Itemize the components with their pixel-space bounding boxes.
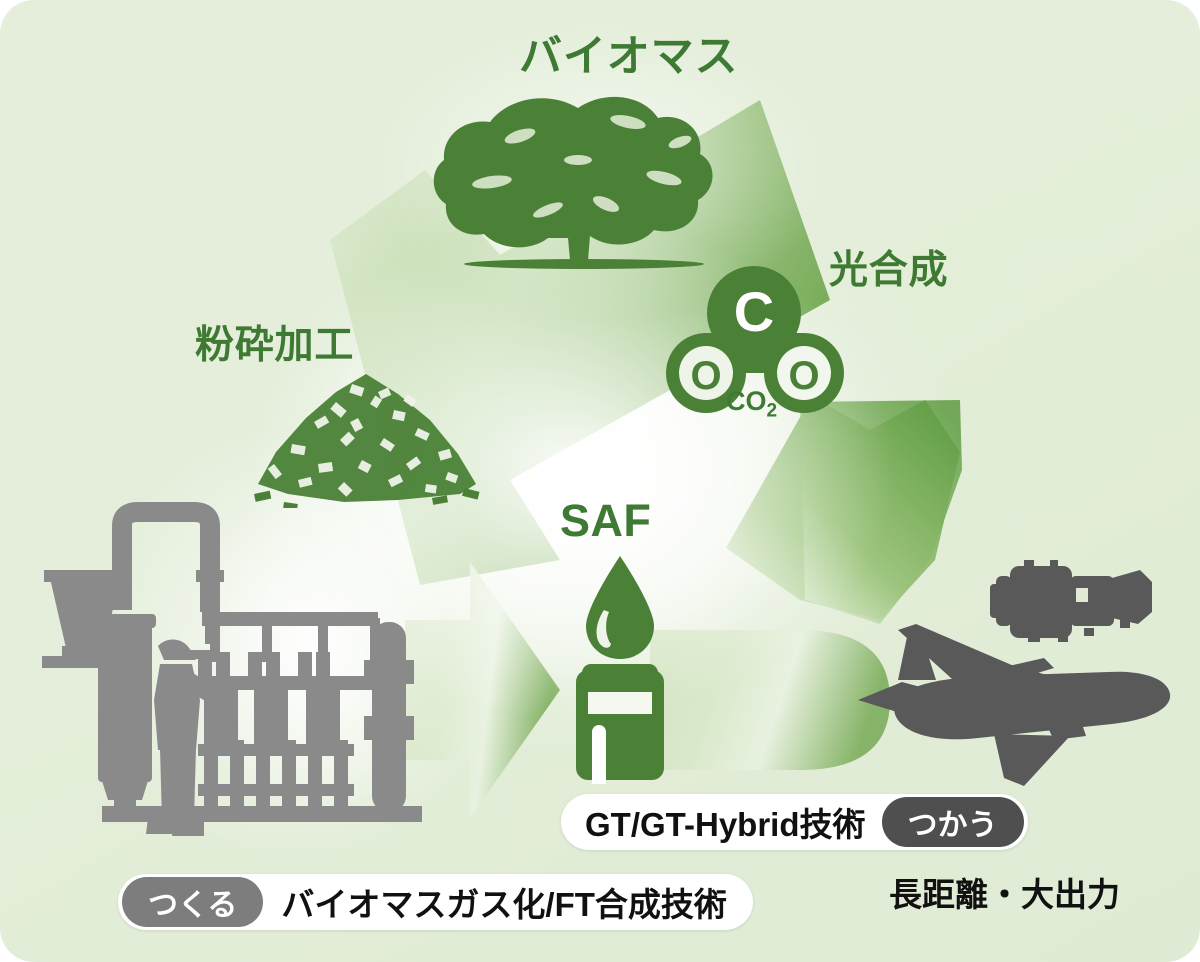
callout-use: GT/GT-Hybrid技術 つかう — [561, 794, 1028, 850]
co2-oxygen-left-label: O — [690, 354, 721, 398]
callout-make-badge: つくる — [122, 877, 264, 927]
callout-use-badge: つかう — [881, 797, 1024, 847]
label-performance: 長距離・大出力 — [889, 876, 1120, 913]
tree-icon — [433, 96, 713, 269]
callout-use-technology: GT/GT-Hybrid技術 — [585, 806, 866, 843]
co2-molecule-icon: C O O — [666, 266, 844, 413]
droplet-icon — [586, 556, 654, 659]
callout-make: つくる バイオマスガス化/FT合成技術 — [118, 874, 753, 930]
label-photosynthesis: 光合成 — [829, 249, 949, 292]
gas-turbine-engine-icon — [990, 560, 1152, 642]
aircraft-icon — [858, 624, 1171, 786]
co2-carbon-label: C — [734, 280, 774, 343]
co2-formula-label: CO2 — [726, 386, 777, 422]
label-biomass: バイオマス — [519, 33, 739, 81]
co2-formula-sub: 2 — [766, 400, 778, 422]
label-crushing: 粉砕加工 — [195, 324, 355, 367]
fuel-container-icon — [576, 556, 664, 784]
worker-icon — [146, 639, 220, 836]
gasification-plant-icon — [42, 502, 422, 836]
co2-formula-main: CO — [726, 386, 767, 416]
co2-oxygen-right-label: O — [788, 354, 819, 398]
wood-chips-icon — [253, 374, 480, 508]
label-saf: SAF — [560, 495, 652, 546]
callout-make-technology: バイオマスガス化/FT合成技術 — [281, 886, 727, 923]
